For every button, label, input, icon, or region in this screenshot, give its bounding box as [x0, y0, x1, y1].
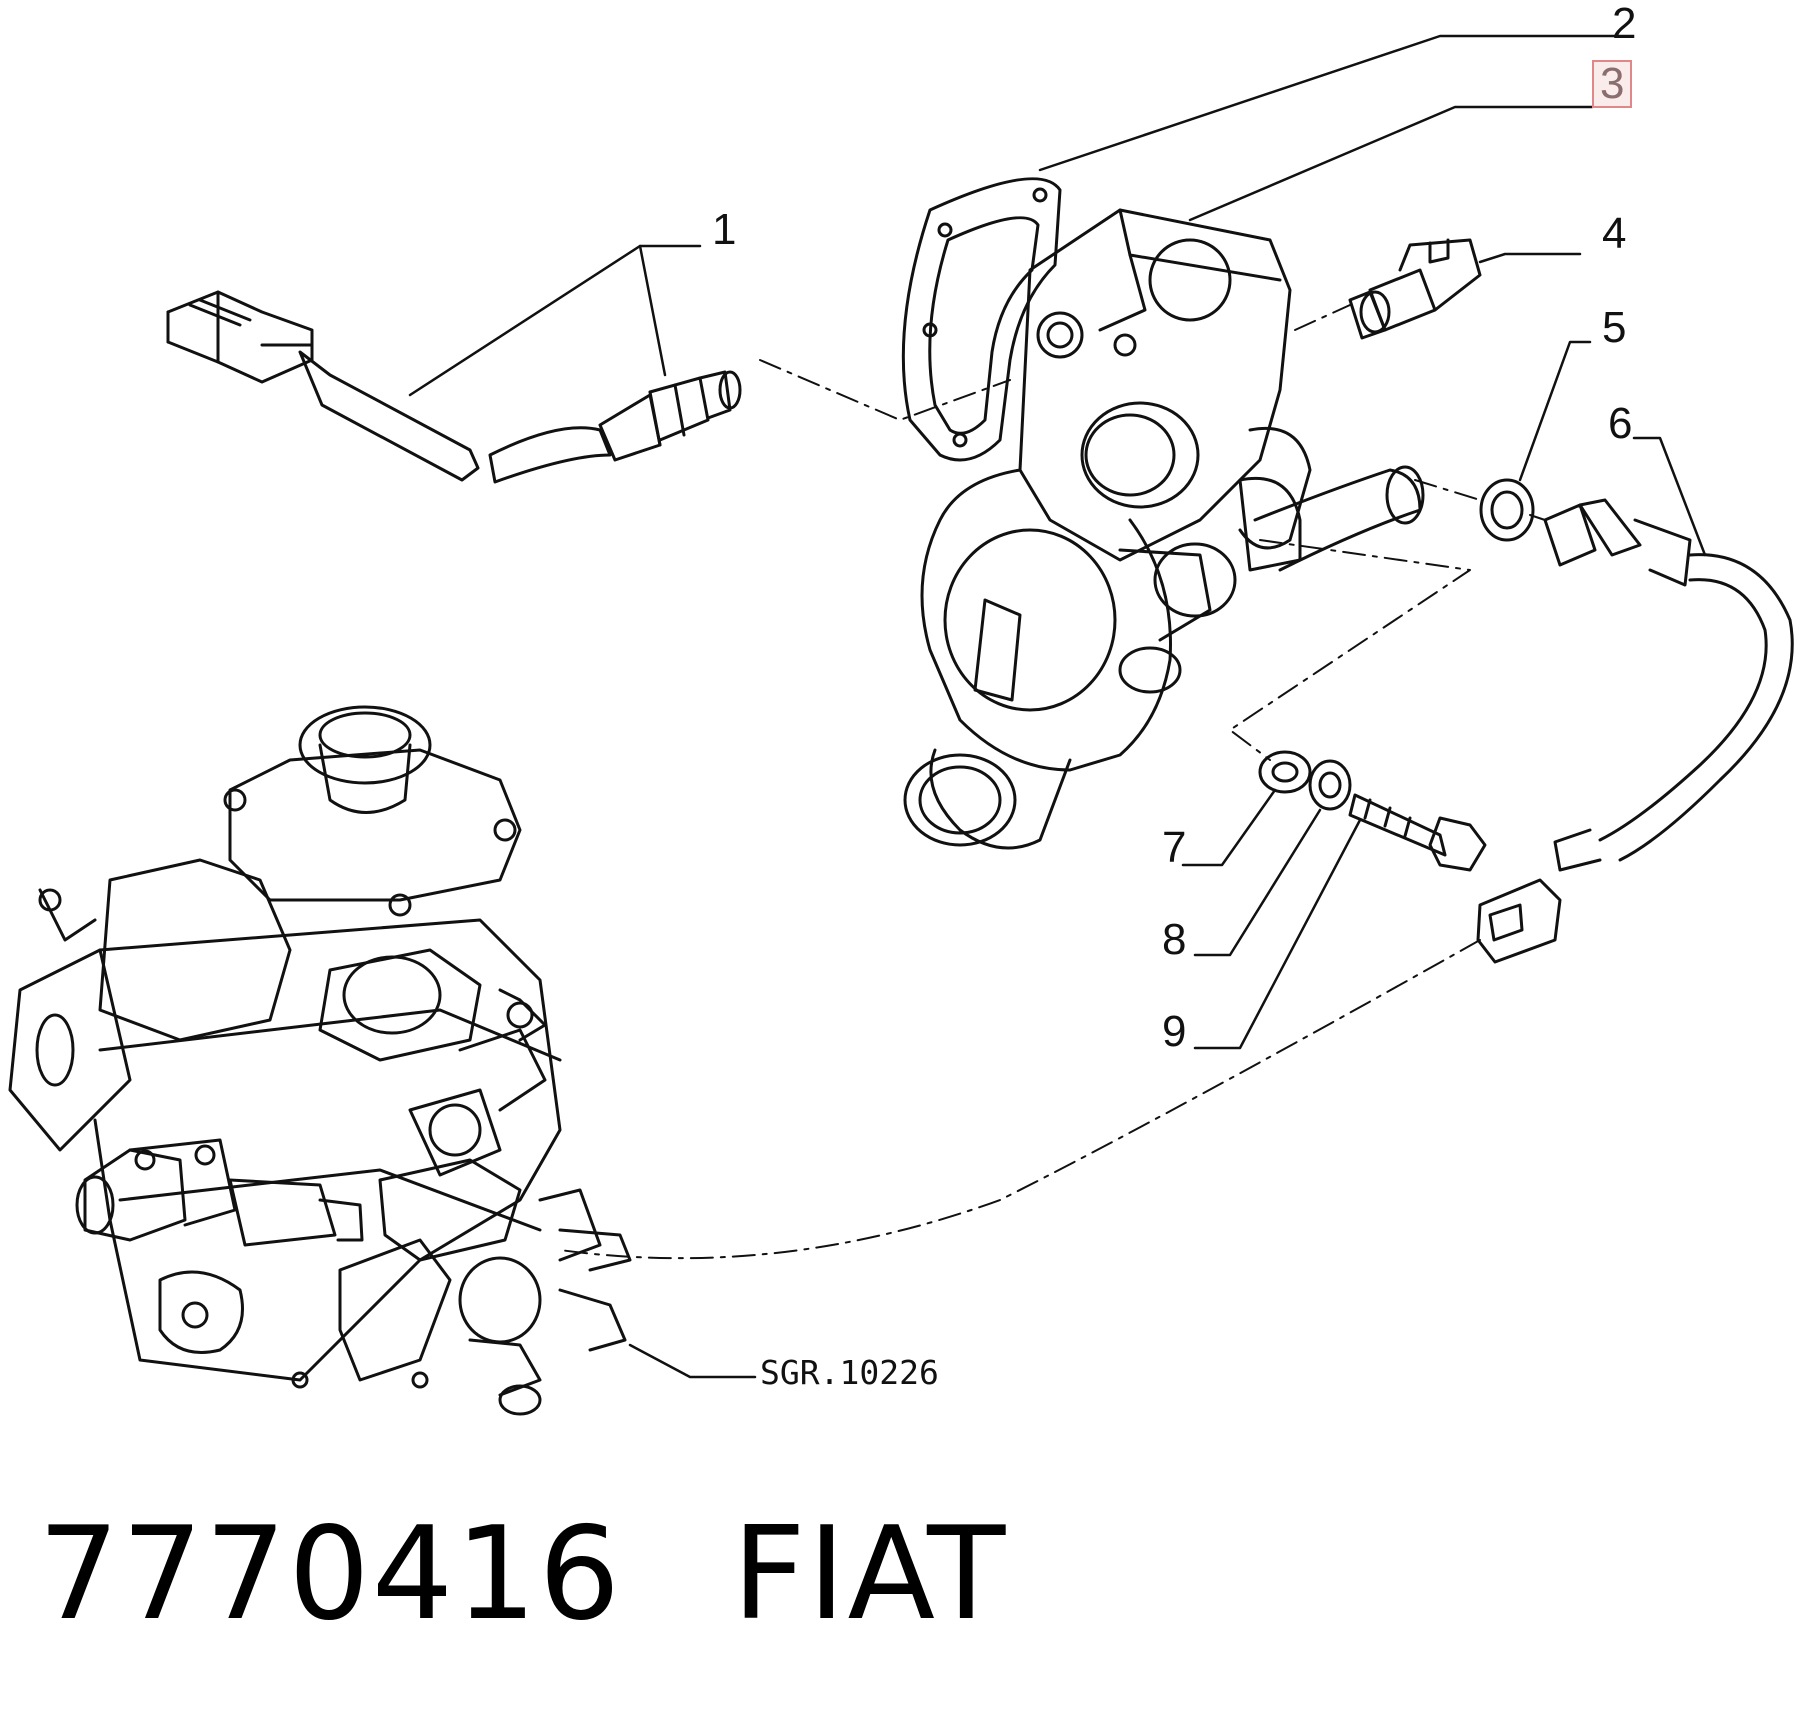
callout-7[interactable]: 7 [1162, 823, 1187, 872]
callout-3[interactable]: 3 [1592, 60, 1633, 108]
part-number: 7770416 [38, 1500, 623, 1649]
part-9-bolt[interactable] [1348, 793, 1487, 872]
callout-5[interactable]: 5 [1602, 303, 1627, 352]
part-5-washer[interactable] [1479, 478, 1535, 542]
callout-8[interactable]: 8 [1162, 915, 1187, 964]
callout-2[interactable]: 2 [1612, 0, 1637, 48]
drawing-code: SGR.10226 [760, 1353, 939, 1392]
injection-pump-assembly [8, 705, 632, 1416]
leader-1 [408, 244, 702, 397]
part-4-temperature-sender[interactable] [1348, 238, 1482, 340]
leader-sgr [628, 1343, 757, 1379]
leader-9 [1193, 818, 1362, 1050]
footer-caption: 7770416 FIAT [38, 1500, 1007, 1649]
leader-8 [1193, 808, 1322, 957]
leader-2 [1038, 34, 1617, 172]
leader-lines [408, 34, 1707, 1379]
part-8-washer[interactable] [1308, 759, 1352, 811]
leader-5 [1518, 340, 1592, 482]
part-7-washer[interactable] [1258, 750, 1312, 794]
callout-6[interactable]: 6 [1608, 399, 1633, 448]
callout-1[interactable]: 1 [712, 205, 737, 254]
leader-1b [638, 244, 667, 377]
leader-3 [1188, 105, 1594, 222]
brand-name: FIAT [732, 1500, 1008, 1649]
leader-6 [1632, 436, 1707, 557]
part-6-sensor-with-cable[interactable] [1476, 498, 1794, 964]
leader-4 [1478, 252, 1582, 264]
part-3-thermostat-housing[interactable] [903, 208, 1425, 850]
leader-7 [1181, 788, 1277, 867]
connection-lines [559, 304, 1546, 1260]
callout-4[interactable]: 4 [1602, 209, 1627, 258]
part-1-temperature-sensor-cable[interactable] [166, 290, 742, 484]
part-2-gasket[interactable] [901, 177, 1062, 462]
callout-9[interactable]: 9 [1162, 1007, 1187, 1056]
